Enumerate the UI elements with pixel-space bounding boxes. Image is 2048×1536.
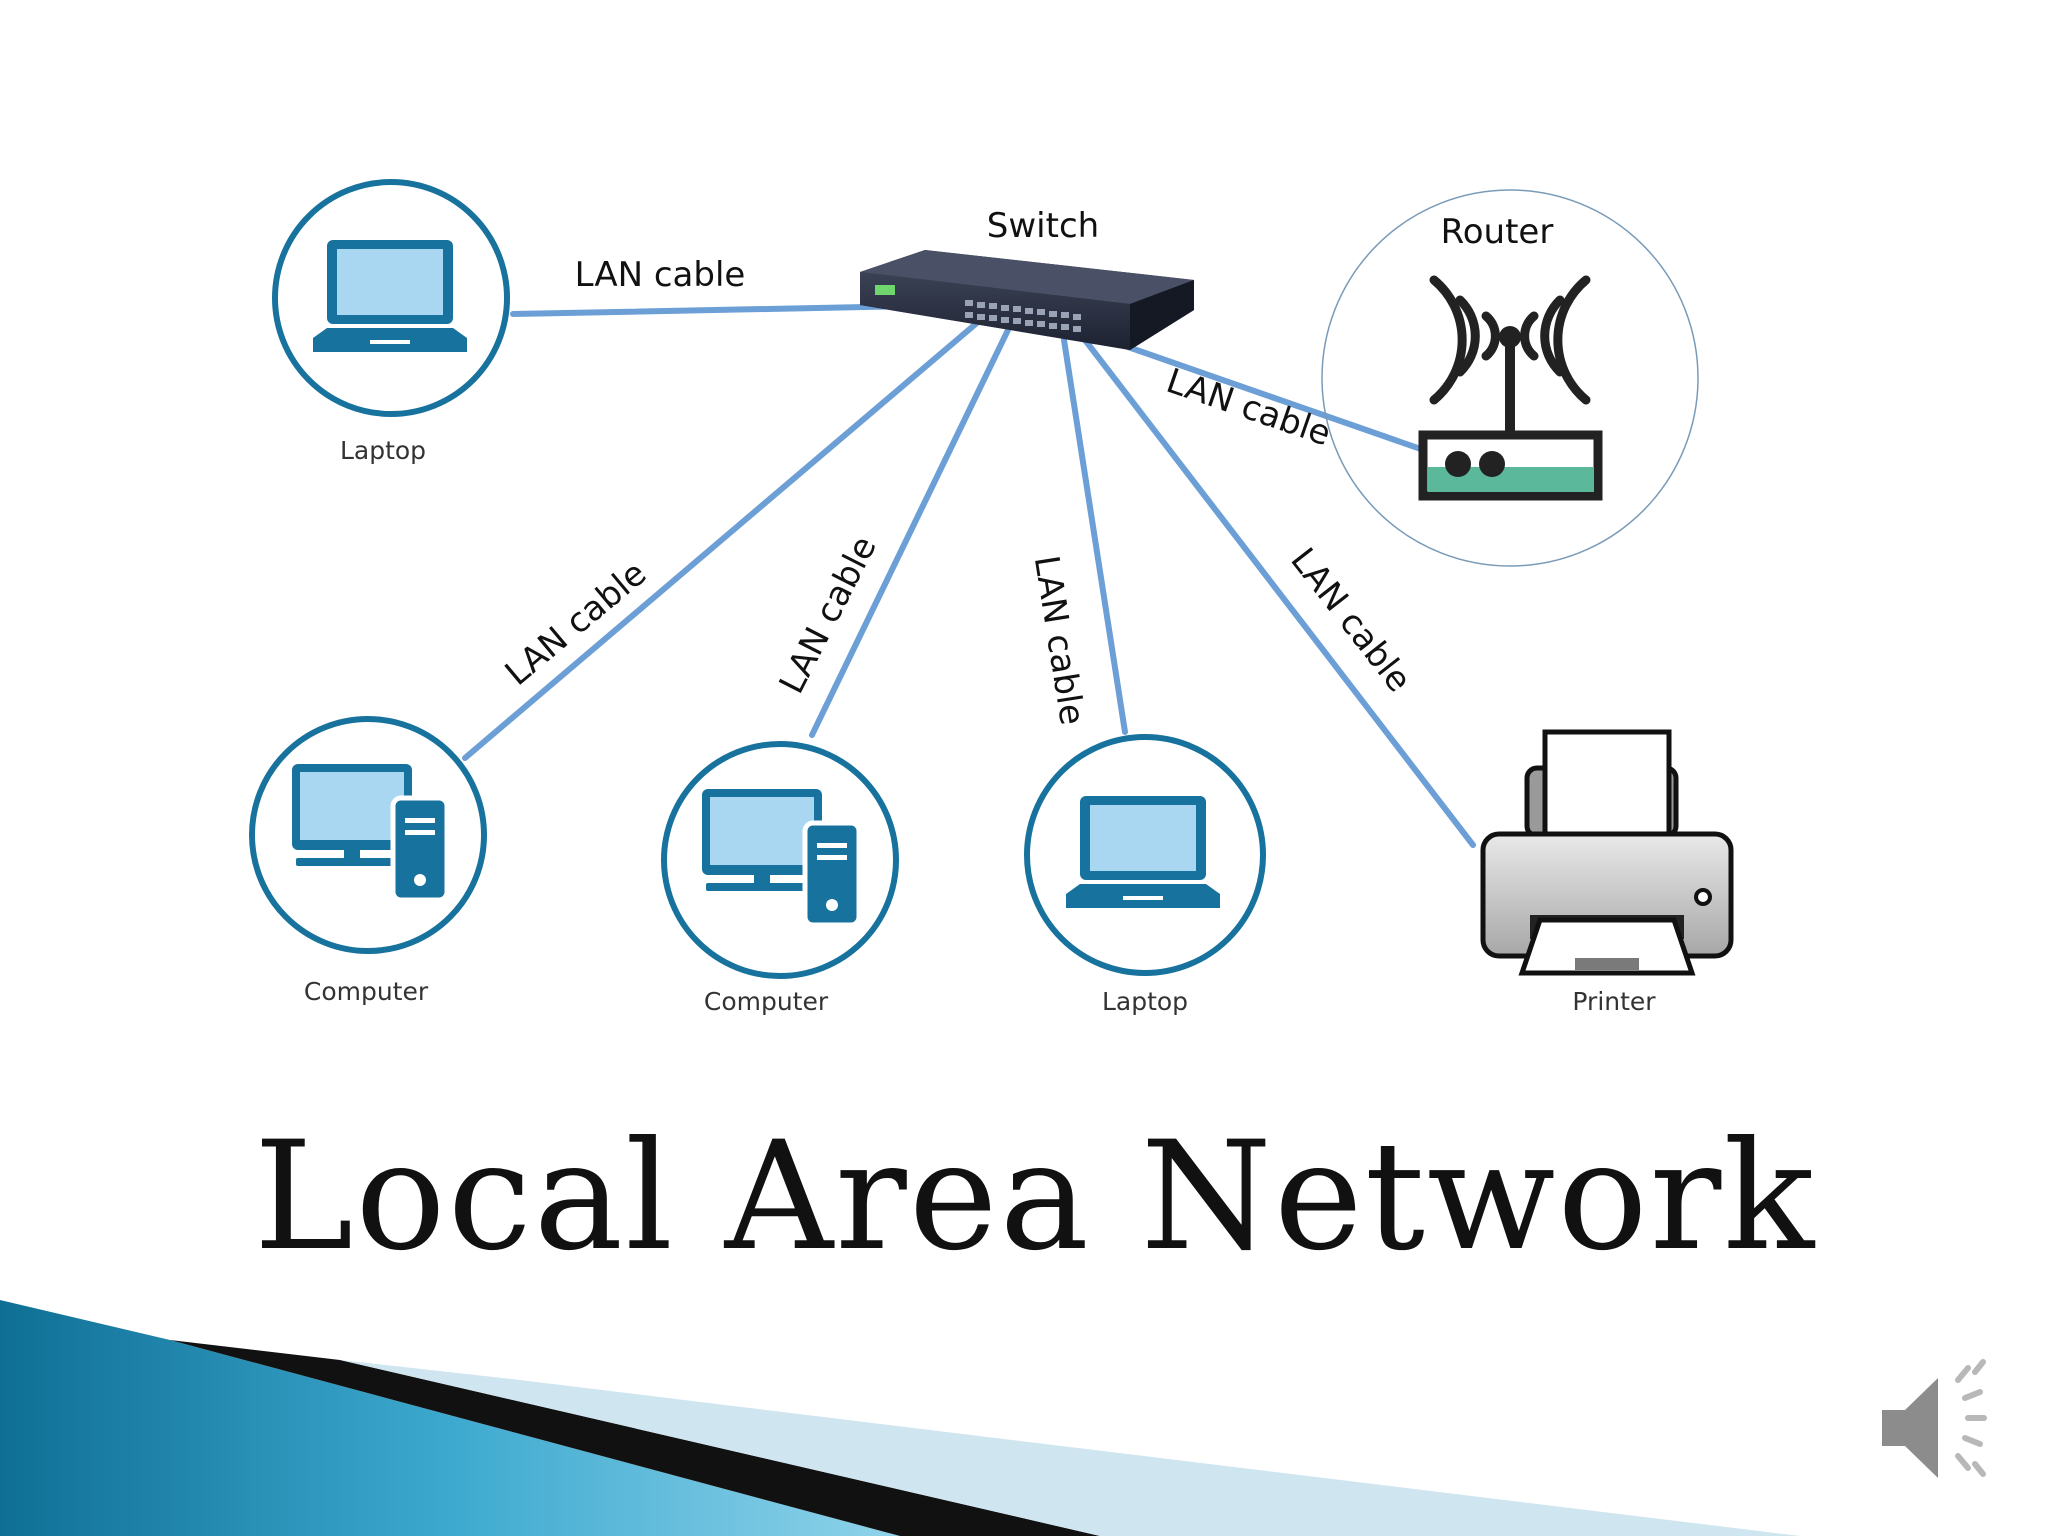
cable-label-computer-1: LAN cable [498,553,654,693]
laptop-bottom-label: Laptop [1102,987,1188,1016]
laptop-icon [313,240,467,352]
cable-label-laptop-top: LAN cable [575,255,746,295]
switch-label: Switch [987,206,1099,246]
page-title: Local Area Network [254,1110,1817,1284]
computer-2-label: Computer [704,987,829,1016]
switch-icon [860,250,1194,350]
cable-label-laptop-bottom: LAN cable [1026,553,1092,728]
laptop-top-label: Laptop [340,436,426,465]
decorative-wave [0,1300,1800,1536]
router-icon [1423,280,1598,496]
laptop-icon [1066,796,1220,908]
printer-label: Printer [1572,987,1656,1016]
speaker-icon[interactable] [1882,1362,1984,1478]
computer-1-label: Computer [304,977,429,1006]
cable-computer-2 [812,330,1008,735]
cable-computer-1 [465,322,978,758]
cable-label-router: LAN cable [1161,361,1335,454]
router-label: Router [1441,212,1554,252]
printer-icon [1483,732,1731,973]
